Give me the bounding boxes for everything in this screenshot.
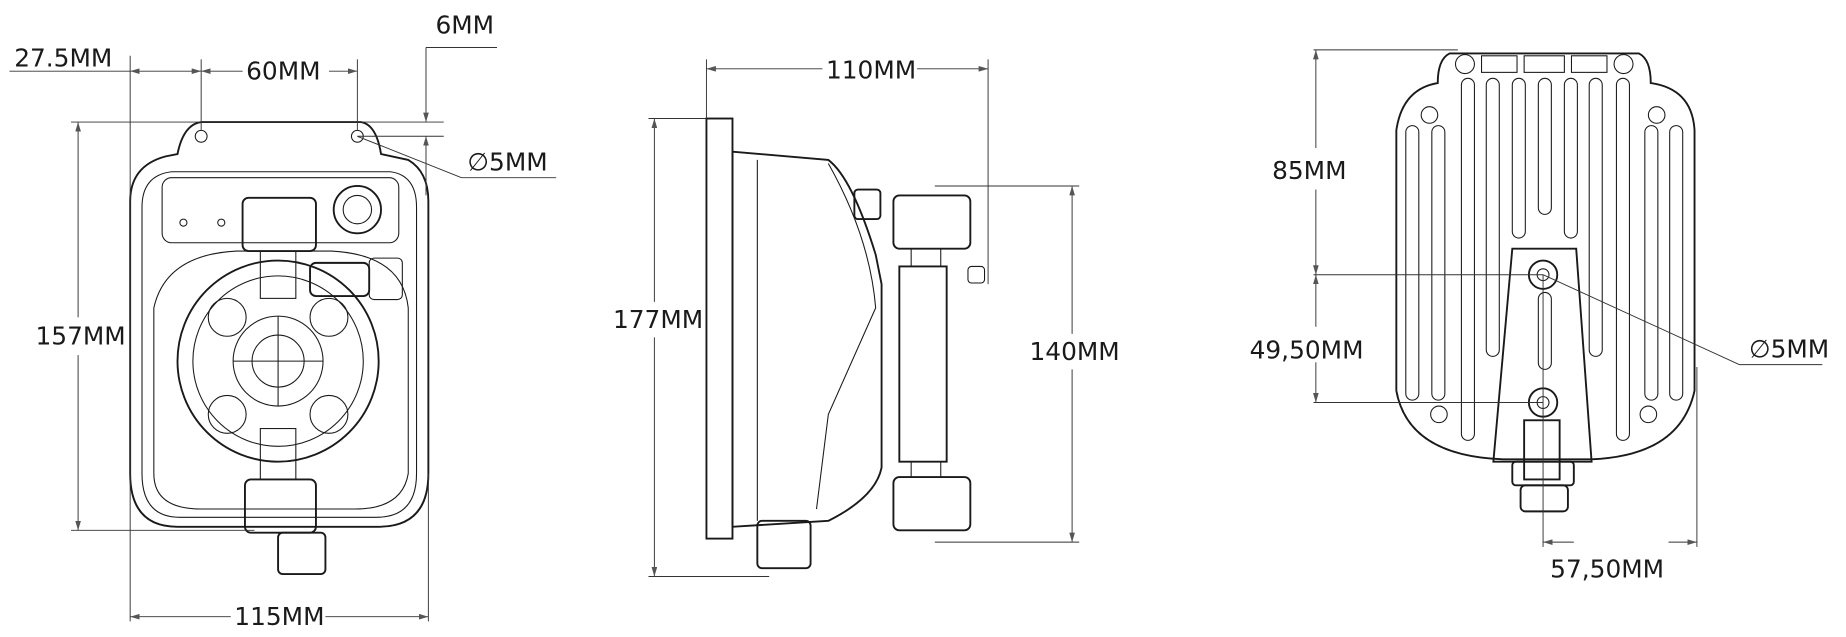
outlet-valve bbox=[244, 478, 317, 534]
dim-height-label: 157MM bbox=[36, 322, 126, 351]
knob-icon bbox=[332, 185, 382, 235]
dim-hole-to-edge-label: 57,50MM bbox=[1550, 555, 1664, 584]
screw-icon bbox=[1420, 106, 1439, 124]
dim-hole-spacing-label: 60MM bbox=[246, 56, 320, 85]
mount-hole-icon bbox=[194, 129, 208, 143]
dim-hole-diameter-label: ∅5MM bbox=[467, 148, 547, 177]
dim-tab-offset-label: 6MM bbox=[435, 10, 494, 39]
dim-port-spacing-label: 140MM bbox=[1030, 337, 1120, 366]
dim-offset-label: 27.5MM bbox=[14, 43, 112, 72]
side-backplate bbox=[705, 117, 734, 540]
rear-view: 85MM 49,50MM ∅5MM 57,50MM bbox=[1250, 49, 1829, 584]
rear-body-outline bbox=[1395, 52, 1696, 461]
dim-side-height-label: 177MM bbox=[613, 305, 703, 334]
dim-depth-label: 110MM bbox=[826, 55, 916, 84]
pump-head bbox=[176, 259, 380, 463]
dim-rear-hole-diameter-label: ∅5MM bbox=[1749, 335, 1829, 364]
mount-bracket bbox=[1492, 247, 1593, 463]
front-view: 27.5MM 60MM 6MM ∅5MM 157MM 115MM bbox=[9, 10, 557, 631]
screw-icon bbox=[1647, 106, 1666, 124]
dim-rear-hole-spacing-label: 49,50MM bbox=[1250, 336, 1364, 365]
screw-icon bbox=[1639, 405, 1658, 424]
side-view: 110MM 177MM 140MM bbox=[613, 55, 1120, 577]
dim-top-to-hole-label: 85MM bbox=[1272, 156, 1346, 185]
screw-icon bbox=[1430, 405, 1448, 424]
front-body-outline bbox=[129, 121, 430, 528]
cooling-fins bbox=[1405, 77, 1684, 441]
dim-width-label: 115MM bbox=[234, 602, 324, 631]
side-pump-head bbox=[898, 265, 948, 463]
